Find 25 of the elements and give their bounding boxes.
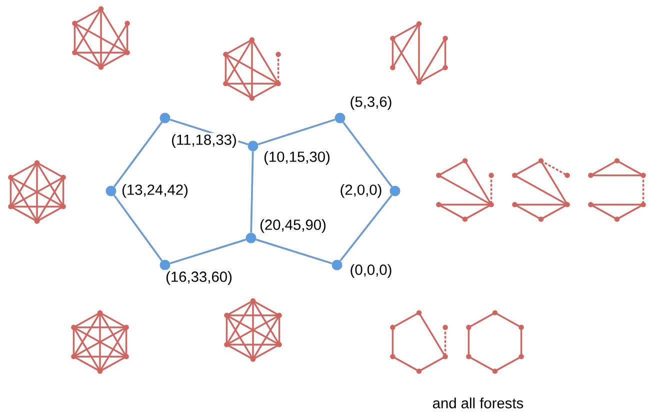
graph-vertex xyxy=(248,140,258,152)
graph-edge xyxy=(113,122,163,188)
vertex-label: (10,15,30) xyxy=(262,150,332,166)
graph-edge xyxy=(170,238,246,264)
graph-edge xyxy=(256,238,332,264)
graph-vertex xyxy=(160,112,170,124)
graph-edge xyxy=(258,118,336,146)
vertex-label: (5,3,6) xyxy=(348,94,394,112)
vertex-label: (0,0,0) xyxy=(348,262,394,280)
vertex-label: (13,24,42) xyxy=(120,182,190,200)
graph-edge xyxy=(340,194,392,262)
graph-edge xyxy=(250,151,254,233)
graph-edge xyxy=(113,194,163,262)
vertex-label: (11,18,33) xyxy=(170,132,238,150)
graph-vertex xyxy=(332,260,342,270)
graph-vertex xyxy=(246,232,256,244)
graph-vertex xyxy=(106,186,116,196)
vertex-label: (16,33,60) xyxy=(164,270,234,286)
caption-text: and all forests xyxy=(432,398,524,408)
graph-vertex xyxy=(390,186,400,196)
vertex-label: (2,0,0) xyxy=(338,182,384,200)
vertex-label: (20,45,90) xyxy=(258,218,328,234)
graph-vertex xyxy=(160,260,170,270)
graph-edge xyxy=(342,122,393,188)
graph-vertex xyxy=(334,112,346,124)
